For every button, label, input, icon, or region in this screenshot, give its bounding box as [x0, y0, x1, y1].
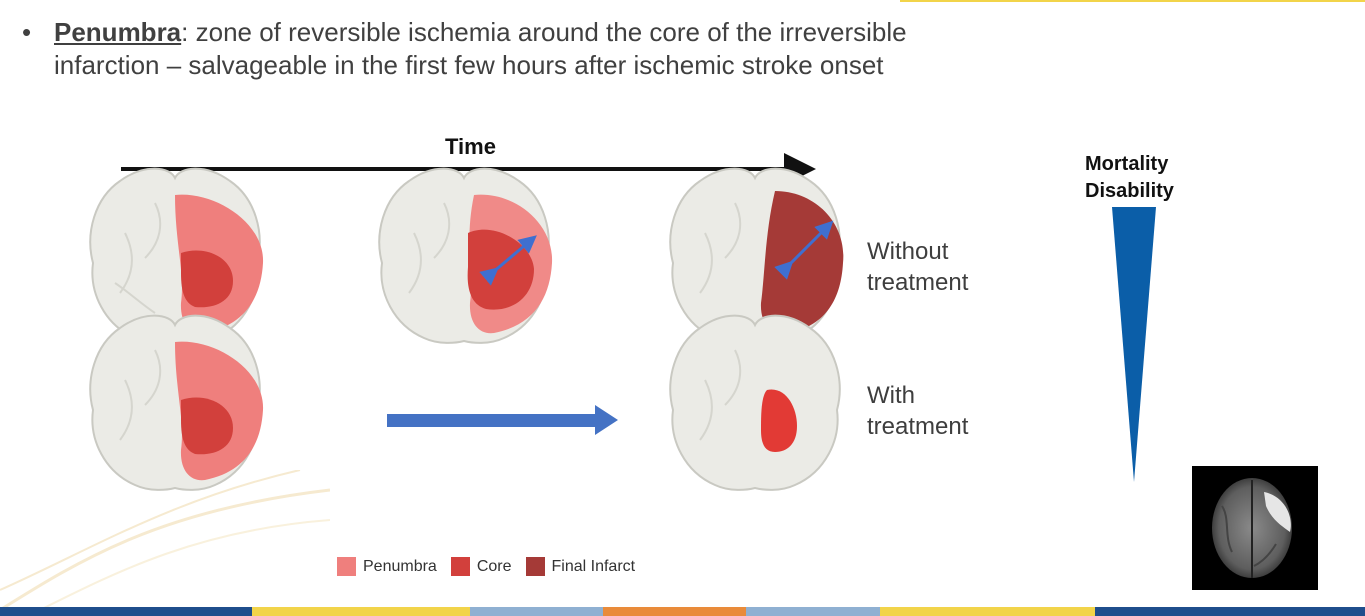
brain-late-top-without-treatment [669, 167, 844, 344]
top-accent-line [900, 0, 1365, 2]
legend-swatch-penumbra [337, 557, 356, 576]
mri-scan-image [1192, 466, 1318, 590]
legend-swatch-core [450, 557, 470, 576]
disability-label: Disability [1085, 180, 1174, 202]
without-treatment-line1: Without [867, 238, 949, 265]
with-treatment-line2: treatment [867, 413, 969, 440]
without-treatment-line2: treatment [867, 269, 969, 296]
brain-early-bottom [89, 314, 264, 491]
legend-label-penumbra: Penumbra [363, 557, 437, 575]
legend-item-core: Core [450, 557, 512, 576]
brain-early-top [89, 167, 264, 344]
time-label: Time [445, 134, 496, 159]
bottom-bar-segment [746, 607, 880, 616]
bottom-bar-segment [880, 607, 1095, 616]
mortality-disability-wedge [1112, 207, 1156, 482]
bottom-bar-segment [252, 607, 470, 616]
bullet-text: Penumbra: zone of reversible ischemia ar… [54, 16, 1014, 82]
brain-mid-top [378, 167, 553, 344]
bullet-marker: • [22, 17, 32, 47]
mortality-label: Mortality [1085, 153, 1169, 175]
legend-item-penumbra: Penumbra [337, 557, 437, 576]
legend-label-final-infarct: Final Infarct [551, 557, 636, 575]
dna-watermark [0, 470, 330, 610]
bottom-bar-segment [603, 607, 746, 616]
bottom-bar-segment [0, 607, 252, 616]
legend: Penumbra Core Final Infarct [337, 557, 649, 576]
with-treatment-line1: With [867, 382, 915, 409]
without-treatment-label: Without treatment [867, 236, 968, 298]
treatment-arrow [387, 405, 618, 435]
mortality-disability-label: Mortality Disability [1085, 151, 1174, 205]
bottom-bar-segment [470, 607, 603, 616]
brain-late-bottom-with-treatment [669, 314, 841, 491]
bottom-bar-segment [1095, 607, 1365, 616]
with-treatment-label: With treatment [867, 380, 968, 442]
penumbra-definition: : zone of reversible ischemia around the… [54, 17, 907, 80]
legend-item-final-infarct: Final Infarct [525, 557, 636, 576]
legend-label-core: Core [476, 557, 512, 575]
legend-swatch-final-infarct [525, 557, 545, 576]
penumbra-term: Penumbra [54, 17, 182, 47]
bottom-color-bar [0, 607, 1365, 616]
